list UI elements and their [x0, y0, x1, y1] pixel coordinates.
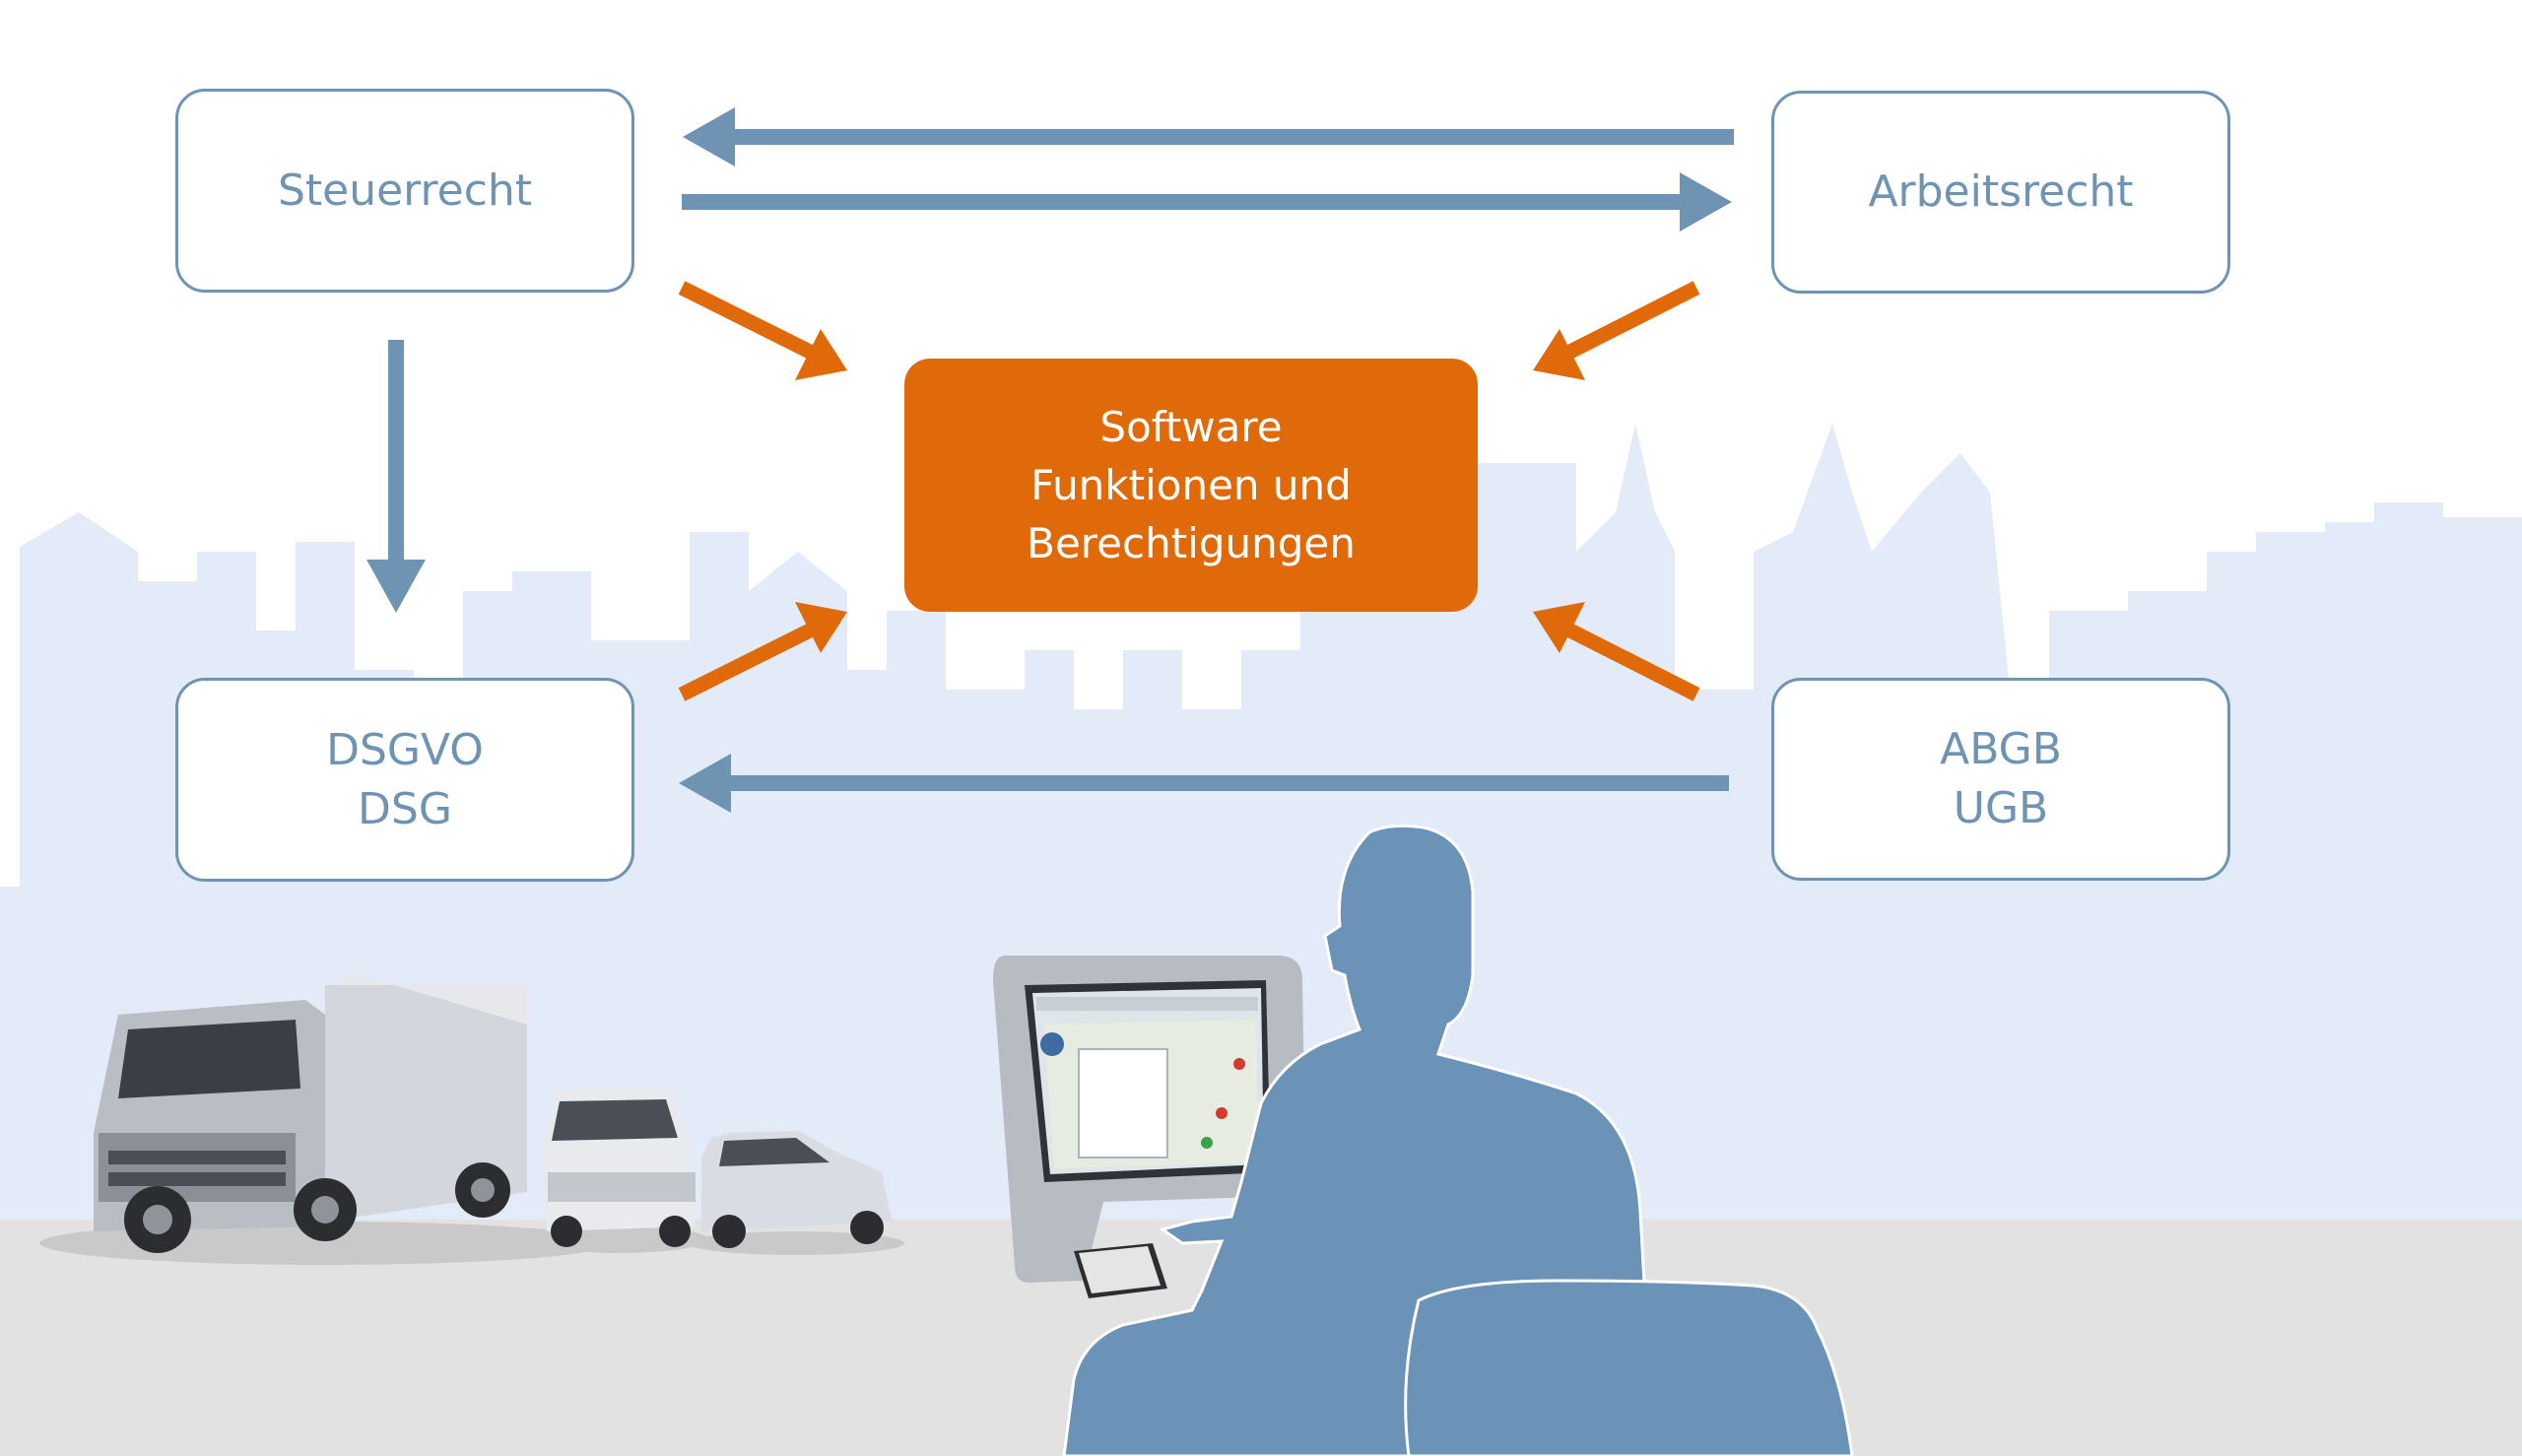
node-dsgvo-dsg: DSGVO DSG — [175, 678, 634, 882]
node-label: Arbeitsrecht — [1868, 166, 2134, 217]
arrow-steuerrecht-to-software — [678, 281, 847, 380]
node-abgb-ugb: ABGB UGB — [1771, 678, 2230, 881]
node-label-line-3: Berechtigungen — [1027, 519, 1356, 567]
node-label-line-1: ABGB — [1940, 724, 2062, 774]
node-label-line-1: DSGVO — [326, 724, 484, 775]
node-software-central: Software Funktionen und Berechtigungen — [904, 359, 1478, 612]
node-arbeitsrecht: Arbeitsrecht — [1771, 91, 2230, 294]
arrow-abgb-to-software — [1533, 602, 1700, 701]
van-image — [530, 1089, 707, 1253]
node-label: Steuerrecht — [277, 165, 533, 216]
arrow-steuerrecht-to-arbeitsrecht — [682, 172, 1732, 232]
node-label-line-2: Funktionen und — [1030, 461, 1352, 509]
arrow-arbeitsrecht-to-steuerrecht — [683, 107, 1734, 166]
arrow-arbeitsrecht-to-software — [1533, 281, 1700, 380]
city-skyline — [0, 424, 2522, 1222]
person-silhouette — [1062, 824, 1854, 1456]
computer-monitor-image — [993, 956, 1305, 1298]
truck-image — [39, 973, 611, 1265]
arrow-dsgvo-to-software — [678, 602, 847, 701]
car-image — [688, 1131, 904, 1255]
node-label-line-2: DSG — [358, 783, 452, 834]
arrow-steuerrecht-to-dsgvo — [366, 340, 426, 613]
node-label-line-1: Software — [1099, 403, 1283, 451]
node-steuerrecht: Steuerrecht — [175, 89, 634, 293]
node-label-line-2: UGB — [1953, 783, 2049, 833]
arrow-abgb-to-dsgvo — [679, 754, 1729, 813]
